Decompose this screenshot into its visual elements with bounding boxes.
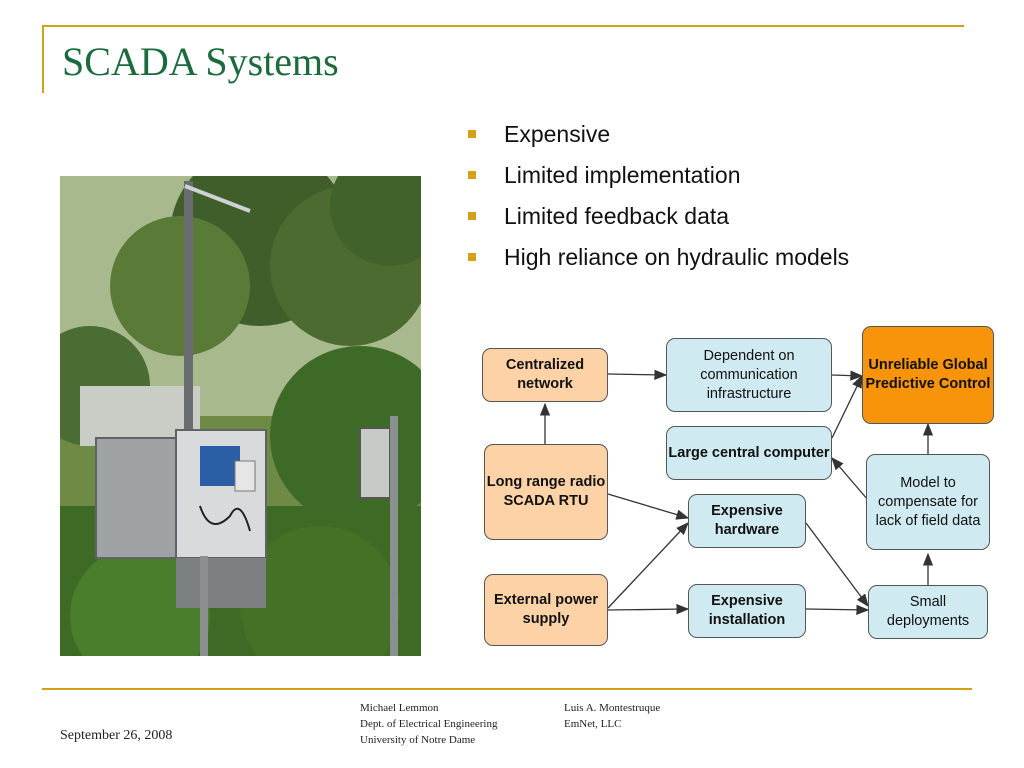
edge-power-to-installation bbox=[607, 603, 690, 615]
edge-model-to-computer bbox=[831, 457, 869, 501]
edge-radio-to-hardware bbox=[607, 493, 690, 520]
title-accent-horizontal bbox=[42, 25, 964, 27]
bullet-text: Limited implementation bbox=[504, 162, 741, 188]
node-model-compensate: Model to compensate for lack of field da… bbox=[866, 454, 990, 550]
edge-computer-to-unreliable bbox=[831, 374, 863, 439]
bullet-square-icon bbox=[468, 130, 476, 138]
bullet-text: High reliance on hydraulic models bbox=[504, 244, 850, 270]
bullet-square-icon bbox=[468, 171, 476, 179]
node-dependent-comm: Dependent on communication infrastructur… bbox=[666, 338, 832, 412]
edge-power-to-hardware bbox=[607, 522, 689, 609]
node-centralized-network: Centralized network bbox=[482, 348, 608, 402]
node-external-power: External power supply bbox=[484, 574, 608, 646]
bullet-item: Limited implementation bbox=[464, 159, 849, 200]
title-accent-vertical bbox=[42, 25, 44, 93]
node-unreliable-control: Unreliable Global Predictive Control bbox=[862, 326, 994, 424]
footer-author-2: Luis A. Montestruque EmNet, LLC bbox=[564, 700, 660, 732]
bullet-square-icon bbox=[468, 253, 476, 261]
author-1-name: Michael Lemmon bbox=[360, 702, 439, 714]
node-long-range-radio: Long range radio SCADA RTU bbox=[484, 444, 608, 540]
bullet-item: Limited feedback data bbox=[464, 200, 849, 241]
author-2-name: Luis A. Montestruque bbox=[564, 702, 661, 714]
bullet-text: Expensive bbox=[504, 121, 611, 147]
edge-installation-to-small bbox=[805, 604, 870, 616]
bullet-text: Limited feedback data bbox=[504, 203, 730, 229]
edge-dependent-to-unreliable bbox=[831, 370, 864, 381]
bullet-item: High reliance on hydraulic models bbox=[464, 241, 849, 282]
author-1-org: University of Notre Dame bbox=[360, 734, 476, 746]
bullet-list: Expensive Limited implementation Limited… bbox=[464, 118, 849, 282]
node-expensive-installation: Expensive installation bbox=[688, 584, 806, 638]
node-large-central-computer: Large central computer bbox=[666, 426, 832, 480]
node-small-deployments: Small deployments bbox=[868, 585, 988, 639]
scada-diagram: Centralized network Long range radio SCA… bbox=[470, 318, 1010, 658]
slide-title: SCADA Systems bbox=[62, 39, 339, 84]
node-expensive-hardware: Expensive hardware bbox=[688, 494, 806, 548]
field-photo bbox=[60, 176, 421, 656]
footer-author-1: Michael Lemmon Dept. of Electrical Engin… bbox=[360, 700, 497, 748]
footer-rule bbox=[42, 688, 972, 690]
author-1-dept: Dept. of Electrical Engineering bbox=[360, 718, 498, 730]
edge-hardware-to-small bbox=[805, 522, 869, 608]
edge-network-to-dependent bbox=[607, 369, 668, 380]
bullet-square-icon bbox=[468, 212, 476, 220]
author-2-org: EmNet, LLC bbox=[564, 718, 622, 730]
bullet-item: Expensive bbox=[464, 118, 849, 159]
footer-date: September 26, 2008 bbox=[60, 728, 173, 743]
